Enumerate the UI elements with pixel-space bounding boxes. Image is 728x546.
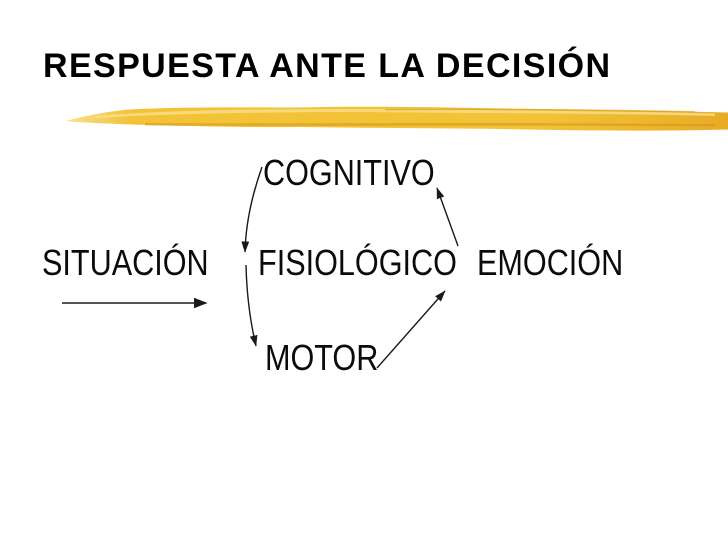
node-fisiologico: FISIOLÓGICO <box>258 242 457 283</box>
brush-shadow-path <box>145 123 715 127</box>
brushstroke-divider <box>66 106 728 131</box>
node-cognitivo: COGNITIVO <box>263 152 435 193</box>
arrow-motor-to-fisiologico <box>376 290 446 369</box>
node-situacion: SITUACIÓN <box>42 242 209 283</box>
node-emocion: EMOCIÓN <box>477 242 624 283</box>
node-motor: MOTOR <box>265 337 379 378</box>
arrow-emocion-to-cognitivo <box>436 187 459 247</box>
arrow-cognitivo-to-fisiologico <box>241 166 263 253</box>
brush-highlight-path <box>95 109 715 118</box>
brush-top-streak-path <box>385 108 695 113</box>
arrow-fisiologico-to-motor <box>245 264 258 347</box>
page-title: RESPUESTA ANTE LA DECISIÓN <box>43 47 612 85</box>
